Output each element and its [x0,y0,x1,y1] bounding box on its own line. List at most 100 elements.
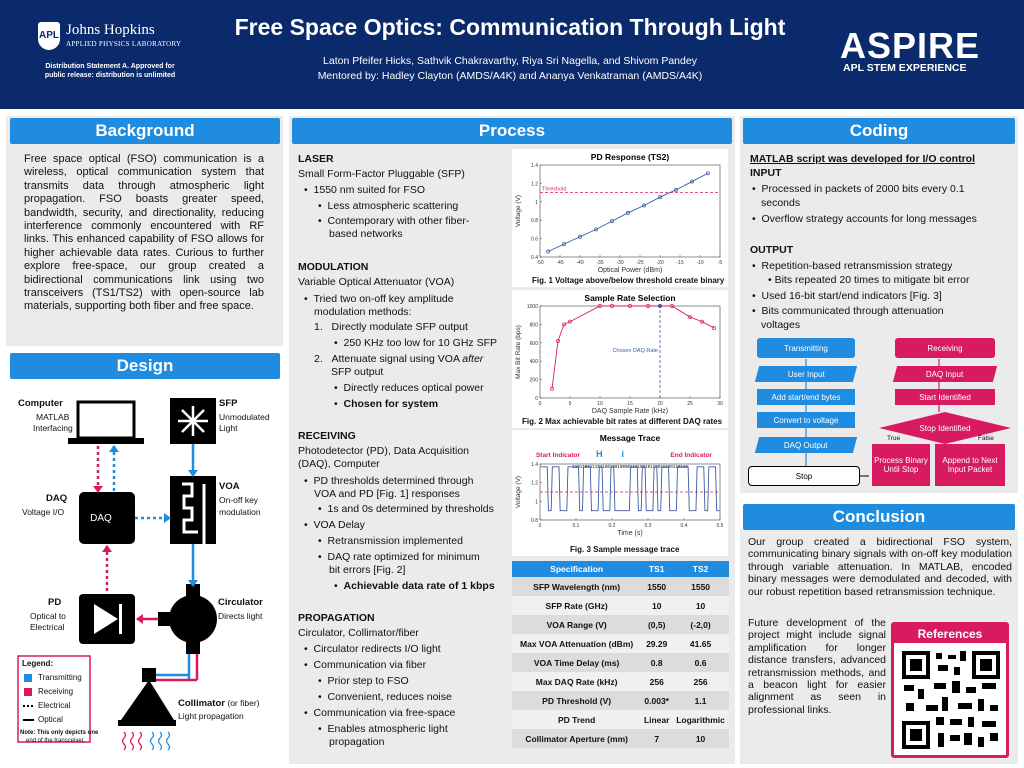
legend-box [17,655,91,743]
table-cell: 10 [672,596,729,615]
data-point [556,339,560,343]
x-tick-label: -50 [536,260,543,266]
legend-title: Legend: [22,659,54,668]
output-bullet3-cont: voltages [761,319,801,331]
prop-bullet3a: Enables atmospheric light [327,723,448,735]
poster-header [0,0,1024,109]
fc-process-binary: Process Binary Until Stop [872,444,930,486]
x-tick-label: 0 [539,523,542,529]
trace-line [540,466,720,512]
circulator-title: Circulator [218,597,263,608]
fc-true-label: True [887,435,901,442]
legend-electrical: Electrical [38,701,71,710]
pd-sub2: Electrical [30,622,65,632]
data-point [598,304,602,308]
output-bullet1: Repetition-based retransmission strategy [761,260,953,272]
propagation-heading: PROPAGATION [298,612,375,624]
x-tick-label: -40 [576,260,583,266]
collimator-icon [118,668,176,751]
mentors: Mentored by: Hadley Clayton (AMDS/A4K) a… [317,70,703,82]
spec-header-0: Specification [512,561,642,577]
y-tick-label: 400 [530,359,539,365]
pd-sub1: Optical to [30,611,66,621]
output-bullet2: Used 16-bit start/end indicators [Fig. 3… [761,290,942,302]
fc-daq-output-label: DAQ Output [784,440,828,450]
laser-bullet1a: Less atmospheric scattering [327,200,459,212]
data-point [658,195,662,200]
x-tick-label: 0.4 [681,523,688,529]
table-cell: Max VOA Attenuation (dBm) [512,634,642,653]
daq-box-label: DAQ [90,513,112,524]
legend-receiving: Receiving [38,687,74,696]
x-axis-label: Time (s) [617,530,642,537]
sfp-sub1: Unmodulated [219,412,270,422]
table-cell: 29.29 [641,634,673,653]
data-point [578,234,582,239]
receiving-sub1: Photodetector (PD), Data Acquisition [298,445,470,457]
output-bullet1a: Bits repeated 20 times to mitigate bit e… [774,274,970,286]
fc-daq-output: DAQ Output [754,437,858,453]
circulator-sub: Directs light [218,611,263,621]
y-tick-label: 1 [535,200,538,206]
background-text: Free space optical (FSO) communication i… [24,153,264,313]
x-tick-label: 30 [717,401,723,407]
fc-stop: Stop [748,466,860,486]
data-point [628,304,632,308]
laser-bullet1b-cont: based networks [329,228,403,240]
fc-user-input: User Input [754,366,858,382]
table-cell: Logarithmic [672,710,729,729]
data-point [546,249,550,254]
x-tick-label: 5 [569,401,572,407]
threshold-label: Threshold [542,187,566,193]
data-point [562,242,566,247]
sfp-title: SFP [219,398,238,409]
jhu-name: Johns Hopkins [66,22,155,38]
data-point [690,179,694,184]
table-cell: 1550 [641,577,673,596]
collimator-sub: Light propagation [178,711,244,721]
figure1-caption: Fig. 1 Voltage above/below threshold cre… [532,276,725,285]
design-heading: Design [10,353,280,379]
fc-convert: Convert to voltage [757,412,855,428]
collimator-title: Collimator [178,698,225,709]
pd-response-chart: -50-45-40-35-30-25-20-15-10-50.40.60.811… [515,152,722,274]
y-tick-label: 1.2 [531,181,538,187]
table-cell: PD Threshold (V) [512,691,642,710]
input-bullet1: Processed in packets of 2000 bits every … [761,183,965,195]
data-point [646,304,650,308]
table-cell: 0.8 [641,653,673,672]
laser-bullet1b: Contemporary with other fiber- [327,215,470,227]
x-tick-label: -30 [616,260,623,266]
rec-bullet2b: DAQ rate optimized for minimum [327,551,480,563]
table-cell: SFP Wavelength (nm) [512,577,642,596]
y-tick-label: 1000 [527,304,538,310]
laser-sub: Small Form-Factor Pluggable (SFP) [298,168,465,180]
table-cell: 256 [641,672,673,691]
y-tick-label: 1.2 [531,481,538,487]
mod-bullet1-cont: modulation methods: [314,306,412,318]
authors: Laton Pfeifer Hicks, Sathvik Chakravarth… [323,55,697,67]
receiving-sub2: (DAQ), Computer [298,458,380,470]
data-point [610,219,614,224]
start-indicator-label: Start Indicator [536,452,581,459]
x-tick-label: -45 [556,260,563,266]
jhu-shield-icon: APL [38,22,60,50]
poster-title: Free Space Optics: Communication Through… [234,14,786,40]
x-tick-label: 15 [627,401,633,407]
figure2-caption: Fig. 2 Max achievable bit rates at diffe… [522,417,723,426]
x-tick-label: 10 [597,401,603,407]
computer-sub2: Interfacing [33,423,73,433]
data-point [658,304,662,308]
table-cell: Max DAQ Rate (kHz) [512,672,642,691]
data-point [688,315,692,319]
prop-bullet2a: Prior step to FSO [327,675,409,687]
prop-bullet3a-cont: propagation [329,736,385,748]
rec-bullet1-cont: VOA and PD [Fig. 1] responses [314,488,460,500]
